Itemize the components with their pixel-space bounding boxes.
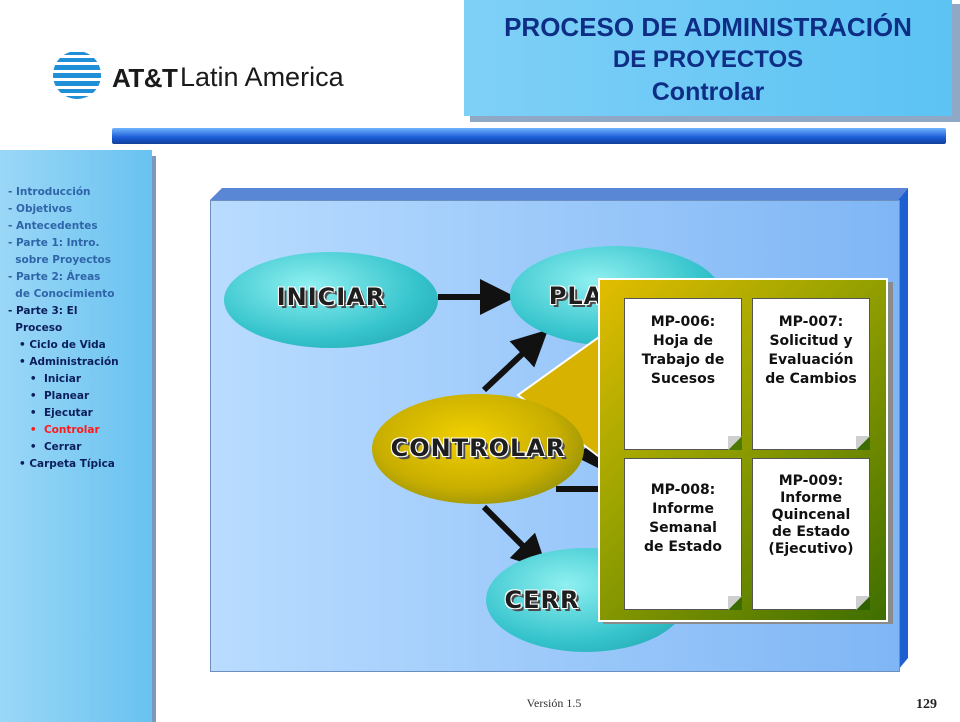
document-title-line: Evaluación [768,352,854,368]
arrow-controlar-cerrar [481,504,548,571]
node-controlar[interactable]: CONTROLAR [372,394,584,504]
title-box: PROCESO DE ADMINISTRACIÓN DE PROYECTOS C… [464,0,952,116]
node-iniciar[interactable]: INICIAR [224,252,438,348]
page-fold-icon [728,596,742,610]
document-title-line: Solicitud y [769,333,853,349]
globe-icon [53,51,101,99]
document-mp-007[interactable]: MP-007: Solicitud y Evaluación de Cambio… [752,298,870,450]
document-title-line: Semanal [649,520,717,536]
node-planear-label: PLA [548,282,604,310]
document-title-line: Quincenal [771,507,851,523]
document-title-line: Hoja de [653,333,713,349]
document-mp-009[interactable]: MP-009: Informe Quincenal de Estado (Eje… [752,458,870,610]
page-fold-icon [728,436,742,450]
document-code: MP-008: [650,482,716,498]
sidebar-item[interactable]: • Planear [8,390,90,402]
document-code: MP-007: [778,314,844,330]
document-title-line: de Cambios [765,371,857,387]
document-title-line: de Estado [643,539,723,555]
sidebar-item[interactable]: • Ejecutar [8,407,93,419]
page-fold-icon [856,436,870,450]
sidebar-item[interactable]: - Objetivos [8,203,73,215]
documents-popup: MP-006: Hoja de Trabajo de Sucesos MP-00… [598,278,888,622]
node-iniciar-label: INICIAR [276,283,386,311]
sidebar-item[interactable]: • Ciclo de Vida [8,339,106,351]
sidebar-item[interactable]: - Introducción [8,186,91,198]
page-subtitle: Controlar [651,78,765,106]
sidebar-item[interactable]: - Parte 3: El [8,305,78,317]
sidebar-item[interactable]: • Administración [8,356,119,368]
sidebar-item[interactable]: Proceso [8,322,63,334]
document-title-line: Informe [780,490,842,506]
document-title-line: (Ejecutivo) [768,541,854,557]
document-code: MP-006: [650,314,716,330]
page-title-line-2: DE PROYECTOS [612,46,804,73]
node-controlar-label: CONTROLAR [390,434,566,462]
sidebar-item[interactable]: - Parte 1: Intro. [8,237,100,249]
att-logo: AT&T Latin America [52,50,352,100]
version-label: Versión 1.5 [526,696,582,710]
node-cerrar-label: CERR [504,586,580,614]
panel-3d-edge [210,188,908,670]
brand-name: AT&T [112,63,178,93]
document-title-line: Informe [652,501,714,517]
sidebar-item[interactable]: • Cerrar [8,441,82,453]
page-number: 129 [916,697,937,712]
arrow-controlar-planear [481,329,549,393]
document-title-line: Sucesos [650,371,716,387]
document-title-line: de Estado [771,524,851,540]
document-title-line: Trabajo de [641,352,725,368]
document-code: MP-009: [778,473,844,489]
sidebar-item[interactable]: sobre Proyectos [8,254,112,266]
document-mp-006[interactable]: MP-006: Hoja de Trabajo de Sucesos [624,298,742,450]
page-title-line-1: PROCESO DE ADMINISTRACIÓN [504,12,912,42]
sidebar-item[interactable]: • Carpeta Típica [8,458,115,470]
header-bar [112,128,946,144]
sidebar-item[interactable]: - Parte 2: Áreas [8,271,101,283]
brand-region: Latin America [180,62,344,92]
sidebar-item[interactable]: • Controlar [8,424,100,436]
sidebar-item[interactable]: - Antecedentes [8,220,98,232]
sidebar-nav: - Introducción - Objetivos - Antecedentes -… [8,184,152,473]
sidebar: - Introducción - Objetivos - Antecedentes -… [0,150,152,722]
sidebar-item[interactable]: de Conocimiento [8,288,115,300]
page-fold-icon [856,596,870,610]
document-mp-008[interactable]: MP-008: Informe Semanal de Estado [624,458,742,610]
sidebar-item[interactable]: • Iniciar [8,373,82,385]
